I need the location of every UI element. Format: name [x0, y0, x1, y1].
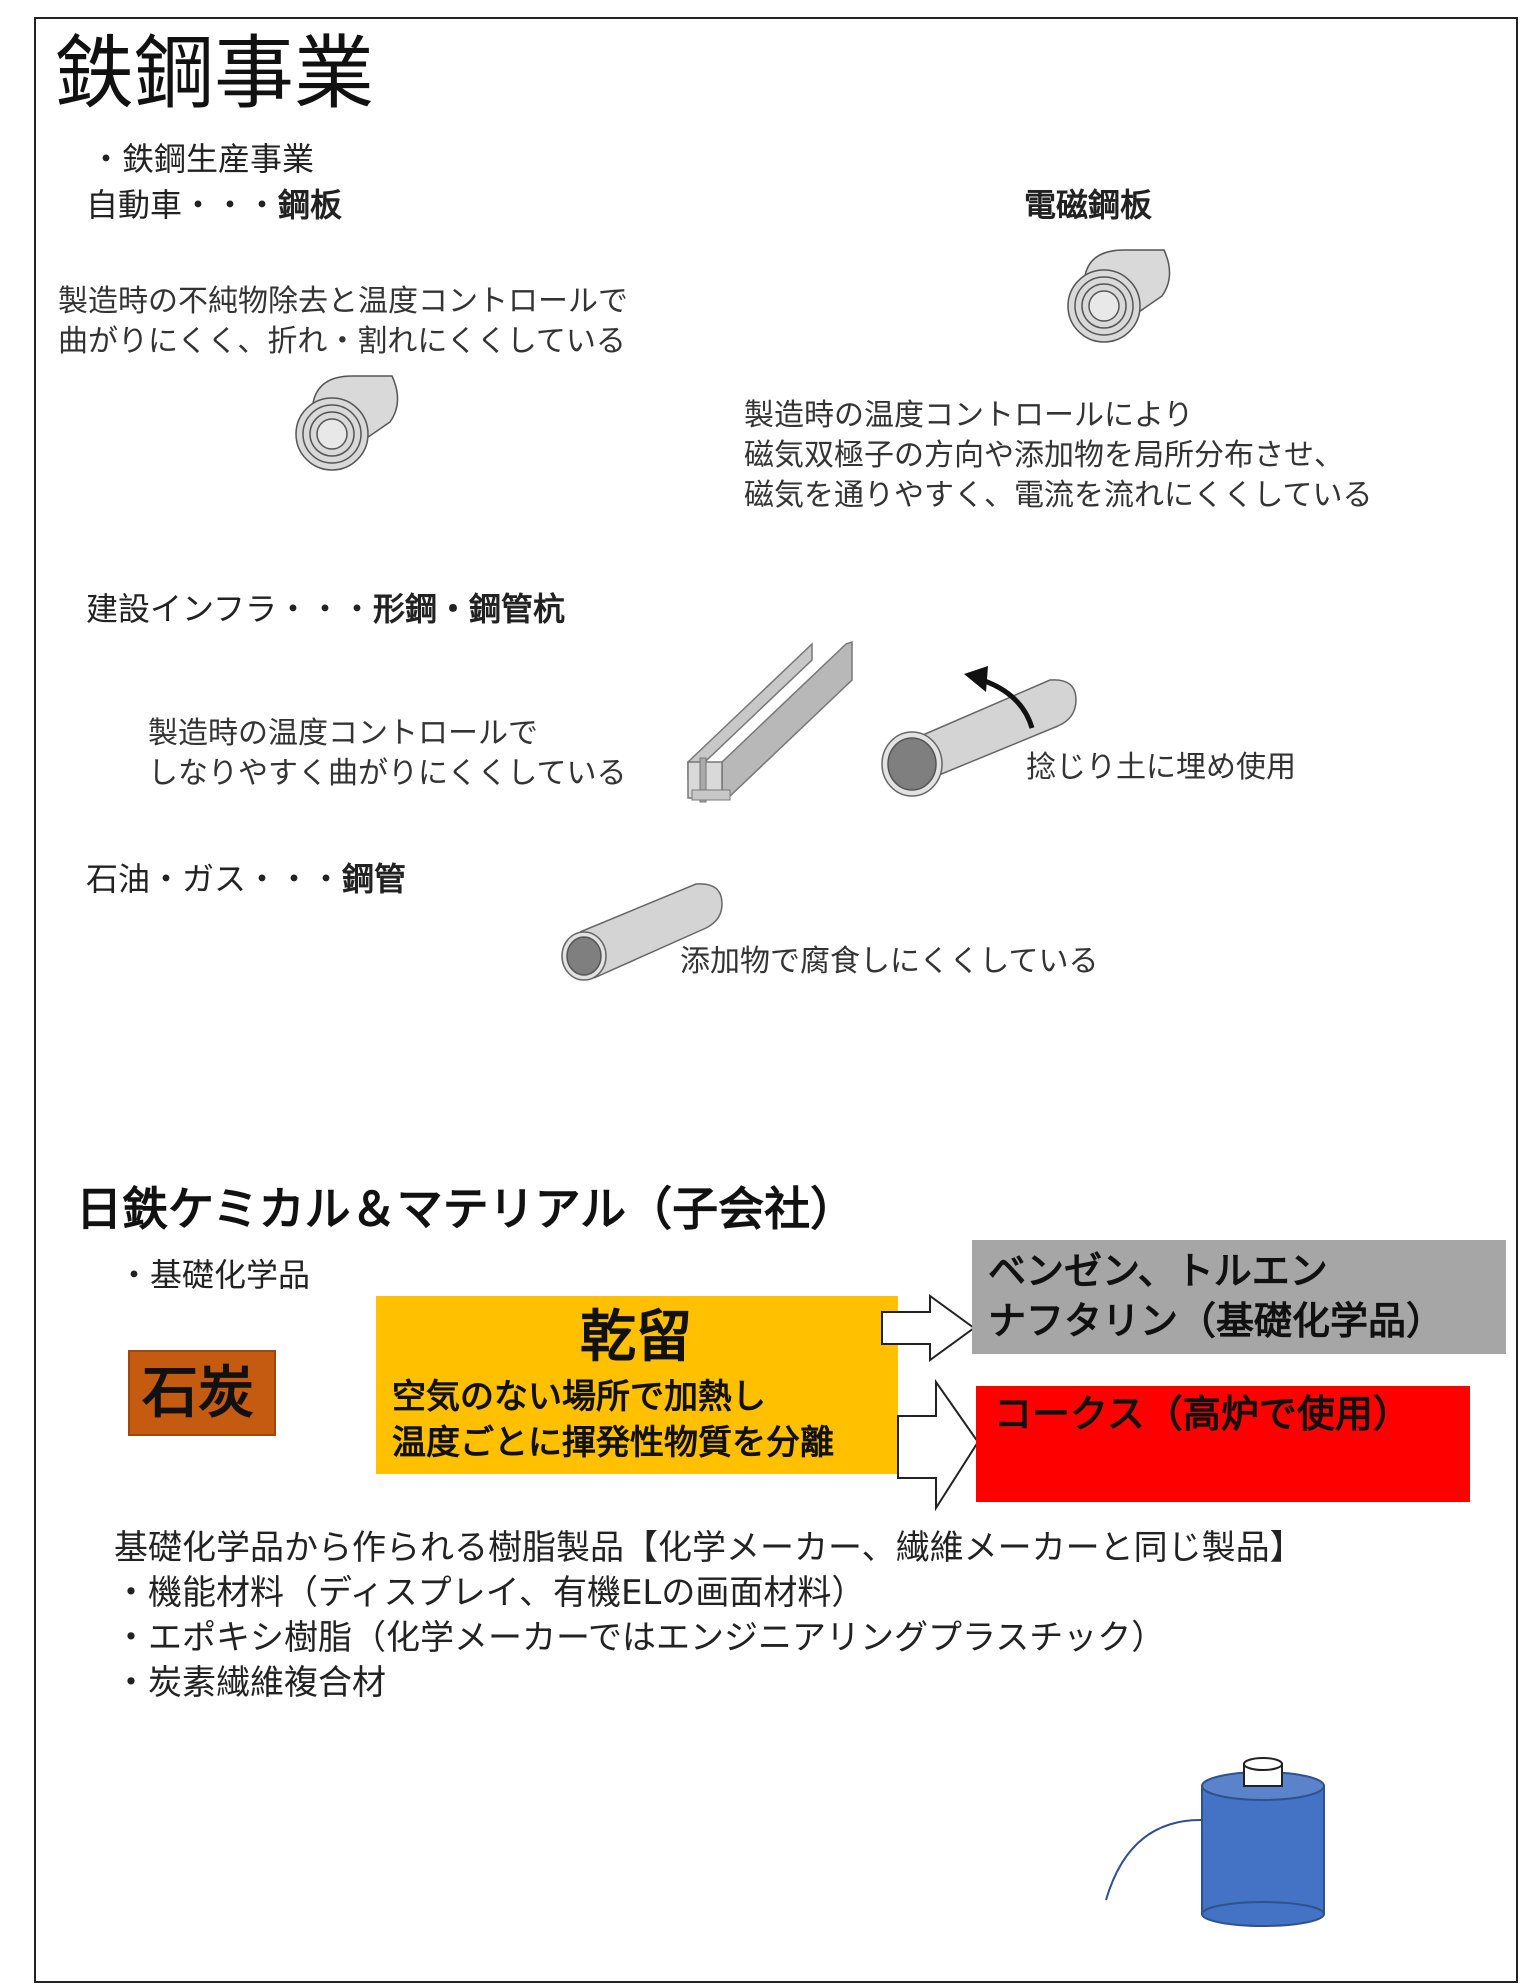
resin-line: 基礎化学品から作られる樹脂製品【化学メーカー、繊維メーカーと同じ製品】	[114, 1528, 1304, 1568]
chemicals-line: ナフタリン（基礎化学品）	[988, 1299, 1445, 1343]
auto-desc-line: 曲がりにくく、折れ・割れにくくしている	[58, 324, 626, 359]
coal-box: 石炭	[128, 1350, 276, 1436]
h-beam-icon	[687, 640, 853, 803]
auto-product: 鋼板	[278, 186, 343, 224]
electrical-desc-line: 磁気双極子の方向や添加物を局所分布させ、	[744, 438, 1344, 473]
electrical-steel-product: 電磁鋼板	[1024, 186, 1153, 224]
process-title: 乾留	[580, 1305, 692, 1370]
resin-line: ・エポキシ樹脂（化学メーカーではエンジニアリングプラスチック）	[114, 1618, 1166, 1658]
carbonization-process-box: 乾留 空気のない場所で加熱し 温度ごとに揮発性物質を分離	[376, 1296, 898, 1474]
auto-row: 自動車・・・鋼板	[86, 186, 342, 224]
page-frame	[34, 17, 1518, 1983]
basic-chemicals-box: ベンゼン、トルエン ナフタリン（基礎化学品）	[972, 1240, 1506, 1354]
drum-container-icon	[1105, 1757, 1325, 1927]
arrow-to-chemicals-icon	[881, 1294, 976, 1362]
auto-desc-line: 製造時の不純物除去と温度コントロールで	[58, 284, 628, 319]
steel-pipe-icon	[561, 883, 723, 981]
process-desc-line: 空気のない場所で加熱し	[392, 1377, 766, 1417]
construction-product: 形鋼・鋼管杭	[373, 590, 566, 628]
auto-label: 自動車・・・	[86, 186, 279, 224]
electrical-desc-line: 磁気を通りやすく、電流を流れにくくしている	[744, 478, 1373, 513]
construction-row: 建設インフラ・・・形鋼・鋼管杭	[86, 590, 565, 628]
steel-pile-icon	[881, 666, 1077, 797]
construction-desc-line: しなりやすく曲がりにくくしている	[148, 756, 627, 791]
resin-line: ・炭素繊維複合材	[114, 1663, 386, 1703]
coal-label: 石炭	[142, 1361, 254, 1426]
electrical-steel-coil-icon	[1067, 249, 1171, 343]
construction-description: 製造時の温度コントロールで しなりやすく曲がりにくくしている	[148, 714, 627, 794]
oil-gas-label: 石油・ガス・・・	[86, 860, 343, 898]
process-description: 空気のない場所で加熱し 温度ごとに揮発性物質を分離	[392, 1374, 834, 1466]
pile-note: 捻じり土に埋め使用	[1026, 750, 1296, 785]
resin-products-list: 基礎化学品から作られる樹脂製品【化学メーカー、繊維メーカーと同じ製品】 ・機能材…	[114, 1526, 1304, 1706]
oil-gas-description: 添加物で腐食しにくくしている	[680, 944, 1099, 979]
oil-gas-row: 石油・ガス・・・鋼管	[86, 860, 406, 898]
coke-label: コークス（高炉で使用）	[994, 1392, 1411, 1436]
arrow-to-coke-icon	[897, 1378, 980, 1512]
resin-line: ・機能材料（ディスプレイ、有機ELの画面材料）	[114, 1573, 866, 1613]
auto-description: 製造時の不純物除去と温度コントロールで 曲がりにくく、折れ・割れにくくしている	[58, 282, 628, 362]
construction-label: 建設インフラ・・・	[86, 590, 374, 628]
twist-arrow-icon	[964, 666, 988, 692]
process-desc-line: 温度ごとに揮発性物質を分離	[392, 1423, 834, 1463]
coke-box: コークス（高炉で使用）	[976, 1386, 1470, 1502]
chemical-section-heading: 日鉄ケミカル＆マテリアル（子会社）	[76, 1182, 857, 1236]
page-title: 鉄鋼事業	[54, 27, 374, 120]
chemical-sub-heading: ・基礎化学品	[118, 1256, 311, 1294]
steel-section-heading: ・鉄鋼生産事業	[90, 140, 315, 178]
electrical-description: 製造時の温度コントロールにより 磁気双極子の方向や添加物を局所分布させ、 磁気を…	[744, 396, 1373, 516]
chemicals-line: ベンゼン、トルエン	[988, 1249, 1328, 1293]
construction-desc-line: 製造時の温度コントロールで	[148, 716, 538, 751]
steel-coil-icon	[295, 375, 399, 471]
electrical-desc-line: 製造時の温度コントロールにより	[744, 398, 1194, 433]
basic-chemicals-text: ベンゼン、トルエン ナフタリン（基礎化学品）	[988, 1246, 1444, 1346]
oil-gas-product: 鋼管	[342, 860, 407, 898]
